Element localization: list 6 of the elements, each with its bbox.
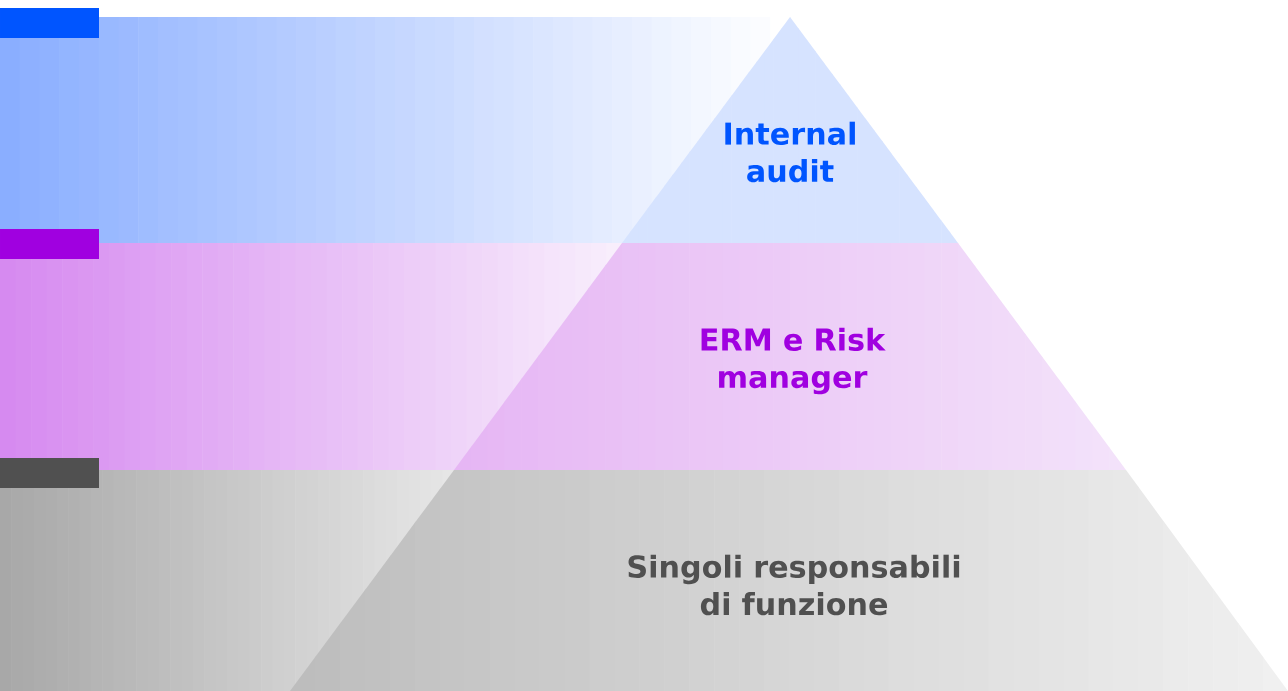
node-label: Internal audit	[725, 121, 855, 183]
pyramid-tier: Singoli responsabili di funzione	[290, 470, 1288, 691]
pyramid-tier: Internal audit	[622, 17, 958, 243]
pyramid-tier: ERM e Risk manager	[454, 243, 1126, 470]
node-label: ERM e Risk manager	[701, 327, 886, 395]
node-label: Singoli responsabili di funzione	[628, 554, 960, 616]
